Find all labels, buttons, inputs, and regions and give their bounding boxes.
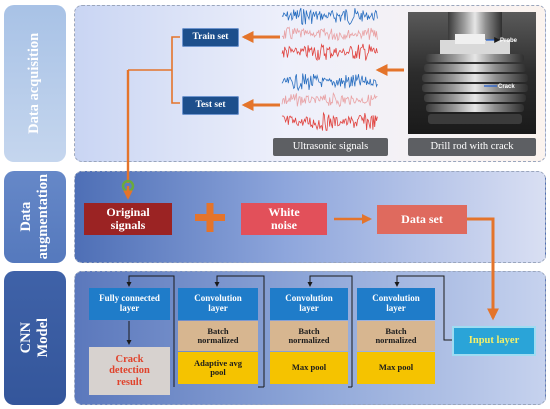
train-set-box: Train set — [182, 28, 239, 47]
drill-rod-caption: Drill rod with crack — [408, 138, 536, 156]
input-layer-box: Input layer — [452, 326, 536, 356]
max-pool-box-1: Max pool — [270, 352, 348, 384]
ultrasonic-signals-caption: Ultrasonic signals — [273, 138, 388, 156]
max-pool-box-2: Max pool — [357, 352, 435, 384]
section-label-data-acquisition: Data acquisition — [4, 5, 66, 162]
data-set-box: Data set — [377, 205, 467, 234]
test-set-box: Test set — [182, 96, 239, 115]
section-label-text: Data acquisition — [26, 32, 43, 135]
